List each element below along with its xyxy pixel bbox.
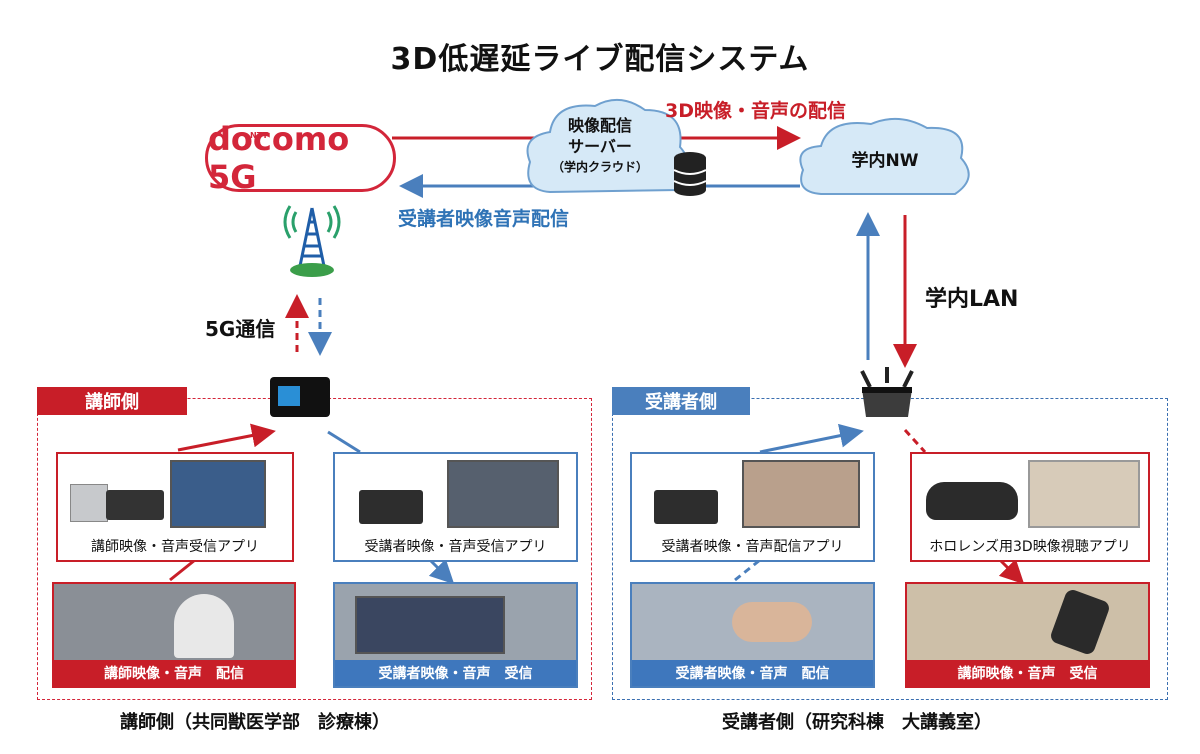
instructor-receive-caption: 講師映像・音声 受信 <box>907 660 1148 686</box>
hololens-app-box: ホロレンズ用3D映像視聴アプリ <box>910 452 1150 562</box>
campus-nw-cloud-icon <box>799 117 970 195</box>
student-app-send-box: 受講者映像・音声配信アプリ <box>630 452 875 562</box>
server-label: 映像配信 サーバー （学内クラウド） <box>540 115 660 178</box>
student-receive-photo: 受講者映像・音声 受信 <box>333 582 578 688</box>
server-cloud-icon <box>526 99 690 194</box>
student-receive-caption: 受講者映像・音声 受信 <box>335 660 576 686</box>
camera-operator-image <box>174 594 234 658</box>
display-monitor-image <box>355 596 505 654</box>
hands-practice-image <box>732 602 812 642</box>
campus-nw-label: 学内NW <box>851 151 919 171</box>
arrow-hololens-to-photo <box>998 558 1025 585</box>
laptop-image <box>106 490 164 520</box>
arrow-photo-to-app-red <box>169 558 196 582</box>
instructor-location: 講師側（共同獣医学部 診療棟） <box>120 712 390 733</box>
arrow-app-to-photo-blue <box>428 558 455 585</box>
access-point-icon <box>860 367 914 417</box>
laptop-image <box>654 490 718 524</box>
mobile-router-icon <box>270 377 330 417</box>
instructor-tag: 講師側 <box>37 387 187 415</box>
comm-5g-label: 5G通信 <box>205 317 276 341</box>
app-screen-image <box>1028 460 1140 528</box>
student-app-receive-label: 受講者映像・音声受信アプリ <box>364 539 547 555</box>
student-location: 受講者側（研究科棟 大講義室） <box>722 712 992 733</box>
docomo-brand: docomo 5G <box>208 120 350 196</box>
page-title: 3D低遅延ライブ配信システム <box>390 42 810 77</box>
instructor-send-photo: 講師映像・音声 配信 <box>52 582 296 688</box>
student-app-receive-box: 受講者映像・音声受信アプリ <box>333 452 578 562</box>
gpu-box-image <box>70 484 108 522</box>
antenna-icon <box>283 205 341 277</box>
student-tag: 受講者側 <box>612 387 750 415</box>
flow-3d-label: 3D映像・音声の配信 <box>665 100 846 122</box>
student-send-photo: 受講者映像・音声 配信 <box>630 582 875 688</box>
3d-view-image <box>1048 587 1112 657</box>
hololens-image <box>926 482 1018 520</box>
app-screen-image <box>170 460 266 528</box>
server-line2: サーバー <box>568 137 632 156</box>
app-screen-image <box>742 460 860 528</box>
ntt-label: NTT <box>250 131 268 140</box>
arrow-student-app-to-router <box>759 423 864 454</box>
database-icon <box>673 152 707 196</box>
arrow-photo-to-student-app <box>734 558 761 582</box>
instructor-app-receive-label: 講師映像・音声受信アプリ <box>91 539 259 555</box>
arrow-router-to-app-red <box>177 423 276 452</box>
server-line3: （学内クラウド） <box>551 160 648 174</box>
arrow-router-to-hololens <box>903 428 927 454</box>
student-send-caption: 受講者映像・音声 配信 <box>632 660 873 686</box>
campus-lan-label: 学内LAN <box>925 287 1019 312</box>
flow-student-label: 受講者映像音声配信 <box>398 208 570 230</box>
hololens-app-label: ホロレンズ用3D映像視聴アプリ <box>929 539 1131 555</box>
instructor-receive-photo: 講師映像・音声 受信 <box>905 582 1150 688</box>
app-screen-image <box>447 460 559 528</box>
arrow-router-to-student-app <box>327 430 361 454</box>
laptop-image <box>359 490 423 524</box>
instructor-app-receive-box: 講師映像・音声受信アプリ <box>56 452 294 562</box>
server-line1: 映像配信 <box>567 116 632 135</box>
student-app-send-label: 受講者映像・音声配信アプリ <box>661 539 844 555</box>
docomo-5g-logo: NTT docomo 5G <box>205 120 396 196</box>
instructor-send-caption: 講師映像・音声 配信 <box>54 660 294 686</box>
